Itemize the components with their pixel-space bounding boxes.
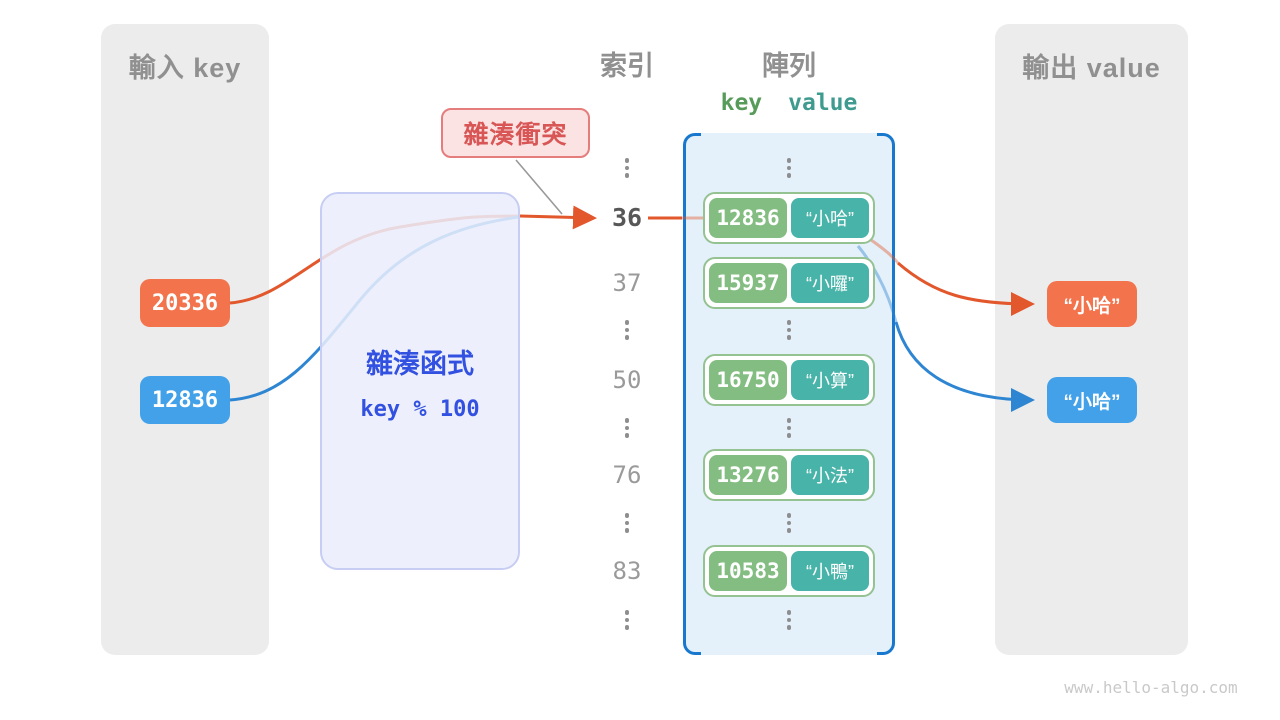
array-row: 16750 “小算” <box>703 354 875 406</box>
input-key-box-blue: 12836 <box>140 376 230 424</box>
output-panel: 輸出 value <box>995 24 1188 655</box>
ellipsis-icon <box>683 511 895 535</box>
array-value-cell: “小囉” <box>791 263 869 303</box>
array-key-cell: 10583 <box>709 551 787 591</box>
ellipsis-icon <box>683 318 895 342</box>
array-value-cell: “小鴨” <box>791 551 869 591</box>
array-row: 12836 “小哈” <box>703 192 875 244</box>
output-panel-title: 輸出 value <box>1022 53 1161 83</box>
array-value-cell: “小算” <box>791 360 869 400</box>
array-subheader: key value <box>683 90 895 116</box>
ellipsis-icon <box>595 156 659 180</box>
array-key-cell: 13276 <box>709 455 787 495</box>
ellipsis-icon <box>595 511 659 535</box>
input-key-box-orange: 20336 <box>140 279 230 327</box>
array-value-cell: “小法” <box>791 455 869 495</box>
array-row: 13276 “小法” <box>703 449 875 501</box>
collision-callout-line <box>515 159 563 215</box>
index-value-36: 36 <box>611 203 643 232</box>
array-key-cell: 15937 <box>709 263 787 303</box>
input-panel-title: 輸入 key <box>128 53 242 83</box>
hash-function-title: 雜湊函式 <box>366 349 474 379</box>
array-row: 10583 “小鴨” <box>703 545 875 597</box>
array-key-cell: 16750 <box>709 360 787 400</box>
input-panel: 輸入 key <box>101 24 269 655</box>
array-row: 15937 “小囉” <box>703 257 875 309</box>
index-value-50: 50 <box>612 366 642 394</box>
array-bracket-right-icon <box>877 133 895 655</box>
collision-badge: 雜湊衝突 <box>441 108 590 158</box>
array-subheader-key: key <box>720 90 763 116</box>
output-value-box-orange: “小哈” <box>1047 281 1137 327</box>
ellipsis-icon <box>595 416 659 440</box>
column-header-index: 索引 <box>600 51 654 81</box>
array-subheader-value: value <box>788 90 858 116</box>
column-header-array: 陣列 <box>762 51 816 81</box>
ellipsis-icon <box>595 608 659 632</box>
output-value-box-blue: “小哈” <box>1047 377 1137 423</box>
ellipsis-icon <box>683 416 895 440</box>
ellipsis-icon <box>683 156 895 180</box>
array-bracket-left-icon <box>683 133 701 655</box>
arrow-hash-to-index36 <box>519 205 597 230</box>
index-value-83: 83 <box>612 557 642 585</box>
hash-function-box: 雜湊函式 key % 100 <box>320 192 520 570</box>
index-value-76: 76 <box>612 461 642 489</box>
index-value-37: 37 <box>612 269 642 297</box>
array-value-cell: “小哈” <box>791 198 869 238</box>
array-key-cell: 12836 <box>709 198 787 238</box>
watermark: www.hello-algo.com <box>1064 678 1238 697</box>
ellipsis-icon <box>595 318 659 342</box>
hash-function-formula: key % 100 <box>360 397 480 422</box>
ellipsis-icon <box>683 608 895 632</box>
